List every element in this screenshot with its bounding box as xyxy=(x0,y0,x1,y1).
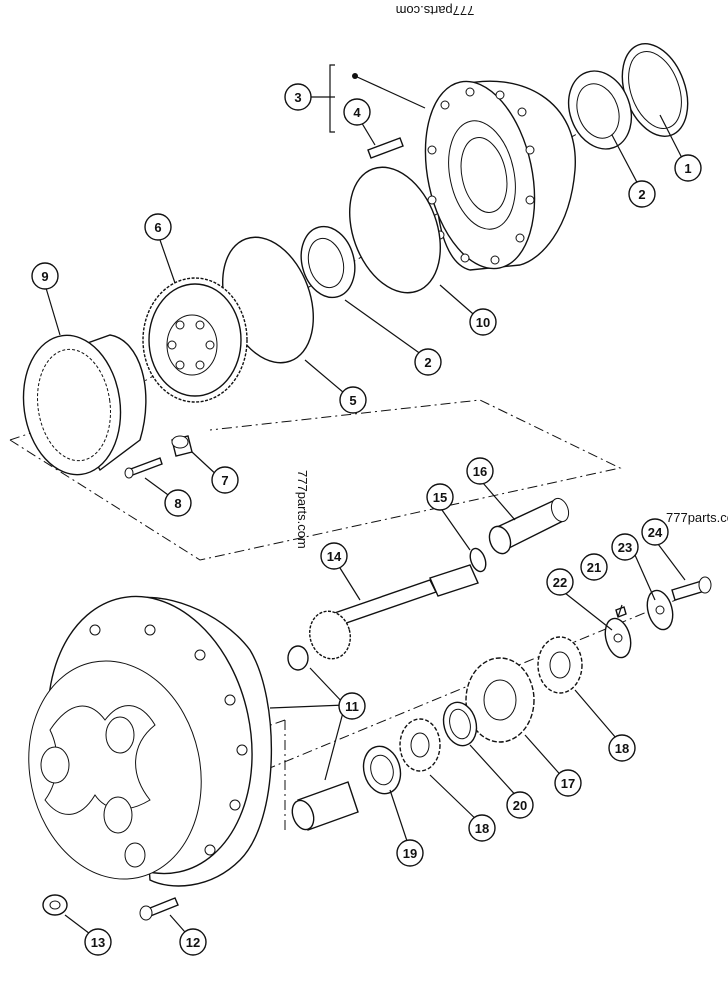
svg-text:19: 19 xyxy=(403,846,417,861)
callout-18-lower: 18 xyxy=(468,814,496,842)
callout-10: 10 xyxy=(469,308,497,336)
svg-text:2: 2 xyxy=(424,355,431,370)
callout-15: 15 xyxy=(426,483,454,511)
svg-text:18: 18 xyxy=(475,821,489,836)
svg-text:8: 8 xyxy=(174,496,181,511)
part-washer-lower xyxy=(362,745,402,795)
svg-text:6: 6 xyxy=(154,220,161,235)
svg-text:20: 20 xyxy=(513,798,527,813)
svg-text:1: 1 xyxy=(684,161,691,176)
part-o-ring xyxy=(349,166,441,294)
part-bushing xyxy=(171,435,193,457)
callout-1: 1 xyxy=(674,154,702,182)
callout-18-upper: 18 xyxy=(608,734,636,762)
svg-text:2: 2 xyxy=(638,187,645,202)
part-bolt-small xyxy=(124,457,163,479)
svg-text:17: 17 xyxy=(561,776,575,791)
part-lock-plate xyxy=(604,617,632,659)
callout-3: 3 xyxy=(284,83,312,111)
callout-23: 23 xyxy=(611,533,639,561)
svg-text:4: 4 xyxy=(353,105,361,120)
part-sleeve xyxy=(488,497,570,555)
part-washer-large xyxy=(646,589,674,631)
part-seal-ring xyxy=(621,43,689,137)
svg-text:23: 23 xyxy=(618,540,632,555)
callout-9: 9 xyxy=(31,262,59,290)
callout-19: 19 xyxy=(396,839,424,867)
svg-text:16: 16 xyxy=(473,464,487,479)
svg-text:13: 13 xyxy=(91,935,105,950)
callout-14: 14 xyxy=(320,542,348,570)
svg-text:21: 21 xyxy=(587,560,601,575)
svg-text:22: 22 xyxy=(553,575,567,590)
callout-21: 21 xyxy=(580,553,608,581)
part-drain-plug xyxy=(42,894,68,916)
part-screw xyxy=(139,897,179,921)
watermark-middle: 777parts.com xyxy=(295,470,310,549)
callout-16: 16 xyxy=(466,457,494,485)
svg-text:12: 12 xyxy=(186,935,200,950)
part-planet-gear-lower xyxy=(399,718,441,772)
part-planet-carrier-housing xyxy=(28,595,273,887)
svg-text:24: 24 xyxy=(648,525,663,540)
dashed-bracket-housing xyxy=(264,719,286,830)
callout-2-upper: 2 xyxy=(628,180,656,208)
part-wheel-hub xyxy=(424,80,576,271)
svg-text:9: 9 xyxy=(41,269,48,284)
part-ring-gear xyxy=(22,334,147,476)
callout-20: 20 xyxy=(506,791,534,819)
part-stud xyxy=(367,137,404,159)
callout-5: 5 xyxy=(339,386,367,414)
part-bearing-upper xyxy=(567,70,633,150)
callout-7: 7 xyxy=(211,466,239,494)
part-planet-gear-upper xyxy=(537,636,583,694)
part-planet-gear-main xyxy=(465,657,535,743)
callout-4: 4 xyxy=(343,98,371,126)
watermark-top: 777parts.com xyxy=(396,3,475,18)
callout-12: 12 xyxy=(179,928,207,956)
callout-2-lower: 2 xyxy=(414,348,442,376)
callout-8: 8 xyxy=(164,489,192,517)
part-bearing-lower xyxy=(300,225,356,299)
callout-22: 22 xyxy=(546,568,574,596)
callout-11: 11 xyxy=(338,692,366,720)
part-thrust-washer xyxy=(442,701,478,747)
svg-text:18: 18 xyxy=(615,741,629,756)
part-bolt-large xyxy=(671,576,712,601)
svg-text:10: 10 xyxy=(476,315,490,330)
part-planet-pin xyxy=(291,781,359,831)
part-gear-carrier xyxy=(142,277,248,403)
callout-6: 6 xyxy=(144,213,172,241)
svg-text:3: 3 xyxy=(294,90,301,105)
part-sun-shaft xyxy=(287,564,479,671)
svg-text:5: 5 xyxy=(349,393,356,408)
svg-text:14: 14 xyxy=(327,549,342,564)
watermark-right: 777parts.com xyxy=(666,510,728,525)
part-retaining-ring xyxy=(469,547,487,573)
callout-13: 13 xyxy=(84,928,112,956)
svg-text:7: 7 xyxy=(221,473,228,488)
svg-text:11: 11 xyxy=(345,699,359,714)
callout-17: 17 xyxy=(554,769,582,797)
callout-24: 24 xyxy=(641,518,669,546)
svg-text:15: 15 xyxy=(433,490,447,505)
